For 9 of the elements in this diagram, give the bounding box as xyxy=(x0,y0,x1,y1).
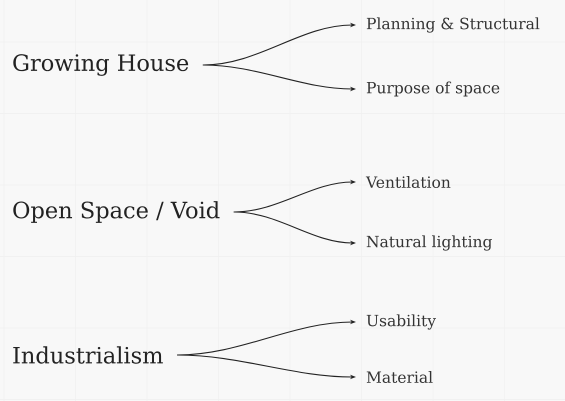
topic-text: Industrialism xyxy=(13,346,163,364)
topic-text: Growing House xyxy=(13,54,188,76)
subtopic-text: Material xyxy=(366,371,433,383)
subtopic-text: Planning & Structural xyxy=(366,17,540,33)
subtopic-text: Usability xyxy=(366,314,436,330)
subtopic-text: Natural lighting xyxy=(366,235,492,251)
subtopic-text: Purpose of space xyxy=(366,82,500,96)
subtopic-text: Ventilation xyxy=(366,176,450,188)
topic-text: Open Space / Void xyxy=(13,201,220,223)
